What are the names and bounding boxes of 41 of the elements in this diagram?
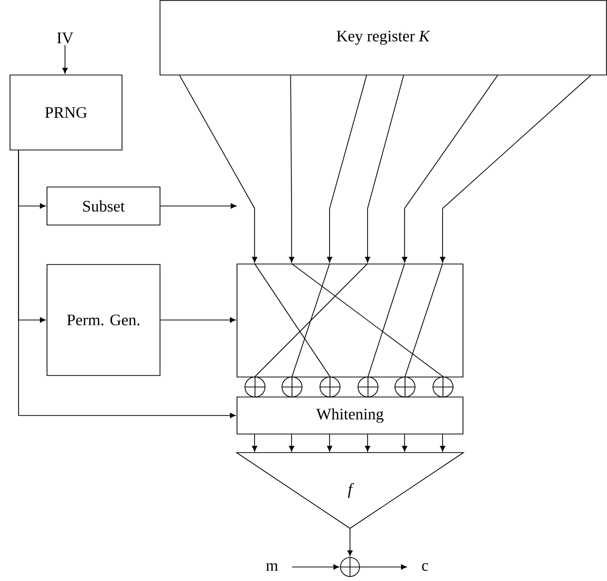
arrow <box>402 75 498 263</box>
xor-symbol <box>319 376 341 398</box>
xor-symbol <box>281 376 303 398</box>
connector <box>291 263 444 377</box>
arrow <box>160 203 236 209</box>
arrow <box>252 434 258 452</box>
process-box: Perm. Gen. <box>46 264 160 376</box>
arrow <box>440 75 591 263</box>
xor-symbol <box>244 376 266 398</box>
arrow <box>288 75 294 263</box>
arrow <box>360 564 407 570</box>
xor-symbol <box>394 376 416 398</box>
connector <box>368 263 405 377</box>
register-box: Key register K <box>160 0 607 76</box>
arrow <box>18 150 236 418</box>
input-label: m <box>266 563 278 571</box>
xor-symbol <box>432 376 454 398</box>
xor-symbol <box>340 556 360 578</box>
input-label: IV <box>57 32 74 44</box>
process-box: Subset <box>46 186 160 226</box>
arrow <box>326 434 332 452</box>
arrow <box>402 434 408 452</box>
arrow <box>288 434 294 452</box>
connector <box>292 263 330 377</box>
arrow <box>364 75 404 263</box>
xor-symbol <box>357 376 379 398</box>
arrow <box>364 434 370 452</box>
connector <box>404 263 443 377</box>
process-box: PRNG <box>10 74 122 150</box>
connector <box>254 263 330 377</box>
permutation-box <box>236 264 464 378</box>
arrow <box>326 75 367 263</box>
process-box: Whitening <box>236 396 464 434</box>
arrow <box>62 44 68 74</box>
arrow <box>292 564 340 570</box>
output-label: c <box>422 563 428 571</box>
arrow <box>160 317 236 323</box>
arrow <box>347 528 353 556</box>
arrow <box>179 75 258 263</box>
connector <box>254 263 368 377</box>
arrow <box>440 434 446 452</box>
